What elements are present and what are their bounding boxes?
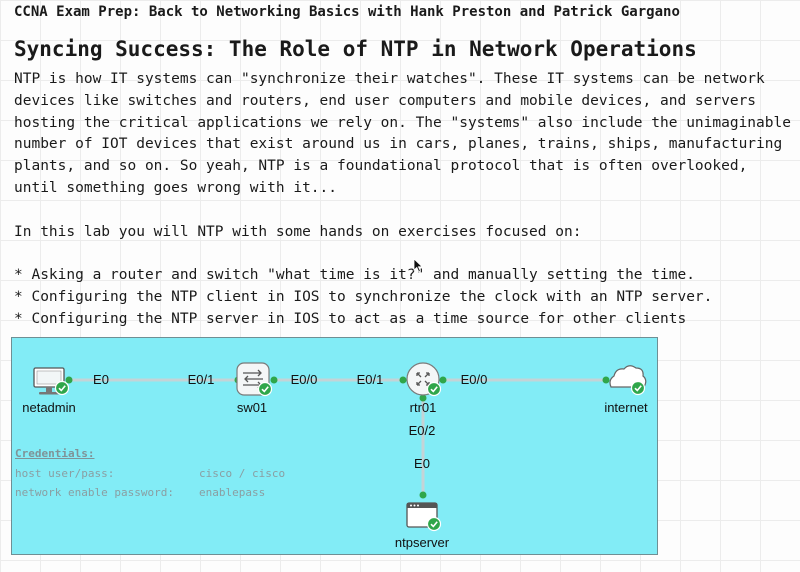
credentials-title: Credentials: <box>15 447 95 460</box>
credential-label: network enable password: <box>15 486 174 499</box>
node-rtr01[interactable]: rtr01 <box>406 362 442 415</box>
node-netadmin[interactable]: netadmin <box>22 367 76 415</box>
node-label-internet: internet <box>604 400 648 415</box>
lab-title: CCNA Exam Prep: Back to Networking Basic… <box>14 4 680 20</box>
status-ok-icon <box>426 516 442 532</box>
credential-value: cisco / cisco <box>199 466 286 480</box>
node-sw01[interactable]: sw01 <box>236 362 273 415</box>
credential-label: host user/pass: <box>15 466 115 480</box>
interface-label: E0/0 <box>461 372 488 387</box>
node-label-rtr01: rtr01 <box>410 400 437 415</box>
interface-label: E0/1 <box>188 372 215 387</box>
interface-label: E0/0 <box>291 372 318 387</box>
node-label-ntpserver: ntpserver <box>395 535 450 550</box>
interface-label: E0/1 <box>357 372 384 387</box>
credential-value: enablepass <box>199 486 266 499</box>
lab-intro-line: In this lab you will NTP with some hands… <box>14 223 582 240</box>
lab-description: NTP is how IT systems can "synchronize t… <box>14 69 794 331</box>
intro-paragraph: NTP is how IT systems can "synchronize t… <box>14 71 791 196</box>
objective-item: * Configuring the NTP client in IOS to s… <box>14 288 713 305</box>
status-ok-icon <box>54 380 70 396</box>
credentials-panel: Credentials: host user/pass: cisco / cisc… <box>15 444 285 503</box>
objective-item: * Configuring the NTP server in IOS to a… <box>14 310 687 327</box>
status-ok-icon <box>257 381 273 397</box>
interface-label: E0 <box>93 372 109 387</box>
credential-row: host user/pass: cisco / cisco <box>15 464 285 484</box>
port-status-dot <box>419 491 427 499</box>
port-status-dot <box>602 376 610 384</box>
node-internet[interactable]: internet <box>604 365 648 415</box>
mouse-cursor-icon <box>413 258 423 277</box>
status-ok-icon <box>630 380 646 396</box>
page-heading: Syncing Success: The Role of NTP in Netw… <box>14 37 697 61</box>
port-status-dot <box>270 376 278 384</box>
node-label-netadmin: netadmin <box>22 400 75 415</box>
credential-row: network enable password: enablepass <box>15 483 285 503</box>
port-status-dot <box>399 376 407 384</box>
interface-label: E0/2 <box>409 423 436 438</box>
topology-diagram[interactable]: netadmin sw01 <box>11 337 658 555</box>
interface-label: E0 <box>414 456 430 471</box>
objective-item: * Asking a router and switch "what time … <box>14 267 695 284</box>
port-status-dot <box>439 376 447 384</box>
topology-canvas: netadmin sw01 <box>22 362 648 550</box>
node-label-sw01: sw01 <box>237 400 267 415</box>
port-status-dot <box>419 394 427 402</box>
status-ok-icon <box>426 381 442 397</box>
node-ntpserver[interactable]: ntpserver <box>395 502 450 550</box>
desktop-icon <box>33 367 65 395</box>
port-status-dot <box>65 376 73 384</box>
